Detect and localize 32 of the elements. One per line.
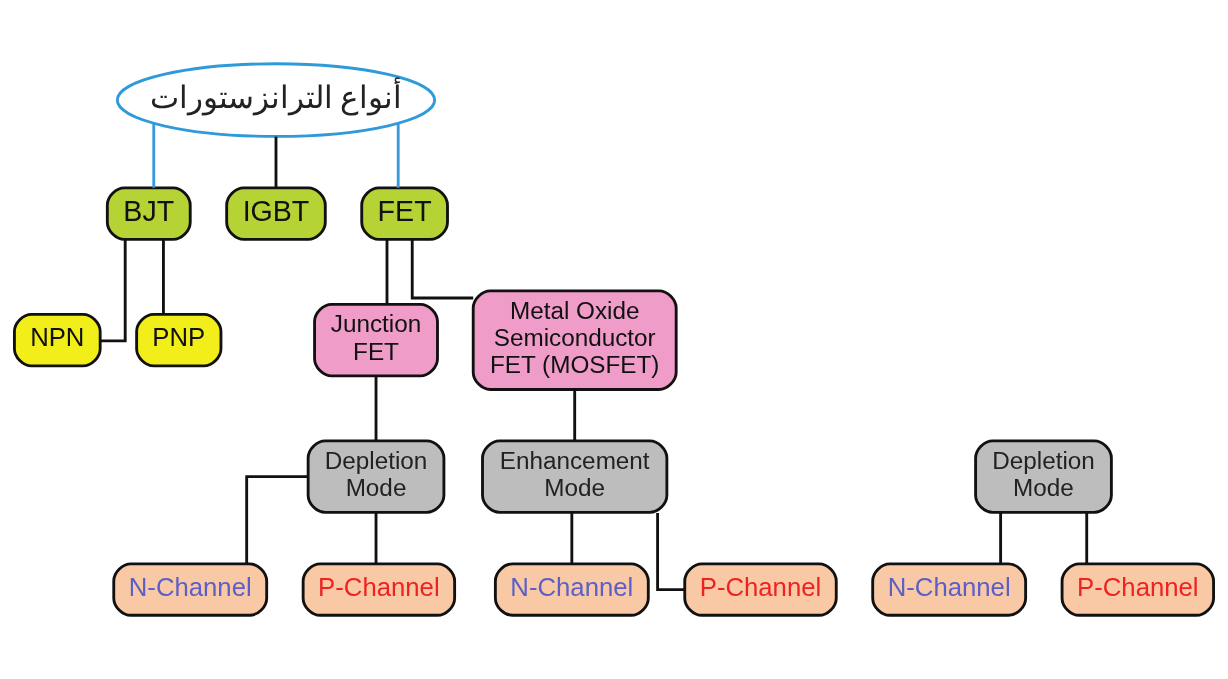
connector	[656, 513, 685, 591]
node-ellipse: أنواع الترانزستورات	[115, 62, 437, 138]
connector	[162, 239, 165, 315]
connector	[152, 123, 156, 188]
node-box: BJT	[105, 186, 192, 241]
connector	[374, 513, 378, 564]
connector	[396, 123, 400, 188]
connector	[385, 239, 389, 305]
connector	[1085, 513, 1089, 564]
node-box: Depletion Mode	[306, 439, 446, 514]
node-box: PNP	[135, 313, 223, 368]
node-box: IGBT	[225, 186, 327, 241]
node-box: Junction FET	[313, 303, 439, 378]
node-box: P-Channel	[683, 562, 838, 617]
node-box: Metal Oxide Semiconductor FET (MOSFET)	[471, 289, 678, 391]
connector	[245, 475, 308, 564]
node-box: Enhancement Mode	[481, 439, 669, 514]
node-box: N-Channel	[493, 562, 650, 617]
connector	[374, 376, 378, 441]
connector	[999, 513, 1003, 564]
connector	[410, 239, 474, 300]
connector	[100, 239, 127, 343]
node-box: NPN	[13, 313, 102, 368]
node-box: P-Channel	[1060, 562, 1215, 617]
connector	[573, 389, 577, 441]
node-box: Depletion Mode	[974, 439, 1113, 514]
connector	[570, 513, 574, 564]
node-box: FET	[360, 186, 449, 241]
connector	[274, 136, 278, 188]
node-box: N-Channel	[871, 562, 1028, 617]
node-box: N-Channel	[112, 562, 269, 617]
node-box: P-Channel	[301, 562, 457, 617]
